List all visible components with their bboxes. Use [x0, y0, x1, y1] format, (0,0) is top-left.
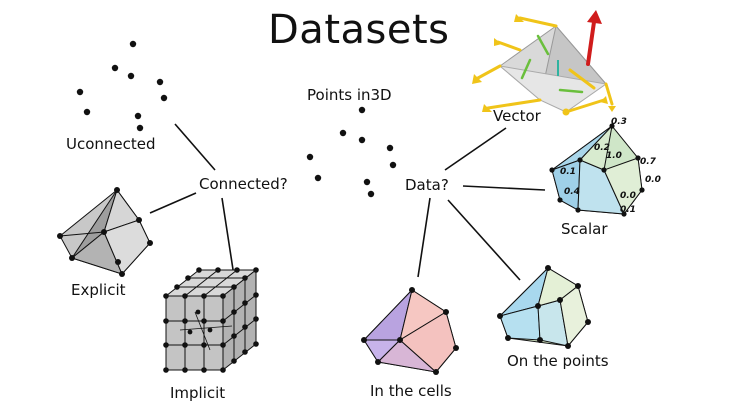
scalar-value-4: 0.7 — [640, 157, 657, 167]
explicit-mesh-figure — [57, 187, 153, 277]
edge-data-vector — [444, 127, 507, 171]
edge-data-onpoints — [447, 199, 521, 281]
node-points-in-3d: Points in3D — [307, 86, 392, 104]
scalar-value-3: 1.0 — [606, 151, 622, 161]
in-cells-figure — [361, 287, 459, 375]
scalar-value-8: 0.0 — [620, 191, 636, 201]
node-vector: Vector — [493, 107, 541, 125]
node-explicit: Explicit — [71, 281, 126, 299]
on-points-figure — [497, 265, 591, 349]
scalar-value-6: 0.1 — [560, 167, 576, 177]
scalar-field-figure: 0.3 0.2 1.0 0.7 0.0 0.1 0.4 0.0 0.1 — [549, 117, 661, 217]
node-in-the-cells: In the cells — [370, 382, 452, 400]
node-scalar: Scalar — [561, 220, 608, 238]
edge-unconnected-connected — [174, 123, 216, 171]
connector-lines — [149, 123, 546, 281]
node-data: Data? — [405, 176, 449, 194]
edge-data-scalar — [462, 185, 546, 191]
edge-data-incells — [417, 197, 431, 278]
scalar-value-5: 0.0 — [645, 175, 661, 185]
node-connected: Connected? — [199, 175, 288, 193]
node-on-the-points: On the points — [507, 352, 609, 370]
vector-field-figure — [472, 10, 616, 116]
implicit-grid-figure — [163, 267, 259, 373]
scalar-value-7: 0.4 — [564, 187, 580, 197]
scalar-value-2: 0.2 — [594, 143, 610, 153]
node-unconnected: Uconnected — [66, 135, 156, 153]
unconnected-points — [76, 40, 168, 132]
scalar-value-9: 0.1 — [620, 205, 636, 215]
scalar-value-1: 0.3 — [611, 117, 627, 127]
page-title: Datasets — [268, 7, 450, 53]
points-in-3d-cloud — [306, 106, 397, 198]
edge-connected-explicit — [149, 192, 197, 214]
node-implicit: Implicit — [170, 384, 226, 402]
edge-connected-implicit — [221, 197, 235, 277]
